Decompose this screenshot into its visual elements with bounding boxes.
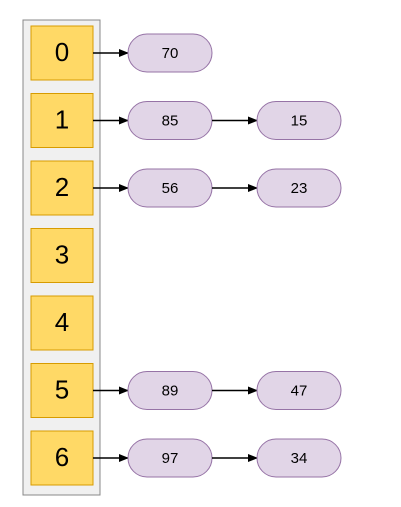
chain-node-shape — [256, 101, 342, 140]
bucket-slot-box — [30, 430, 94, 486]
bucket-index-label: 6 — [55, 442, 69, 472]
chain-node-value: 47 — [291, 382, 308, 399]
bucket-slot-6: 6 — [30, 430, 94, 486]
chain-node-shape — [256, 168, 342, 208]
bucket-index-label: 4 — [55, 307, 69, 337]
chain-node: 34 — [256, 438, 342, 478]
chain-node: 15 — [256, 101, 342, 140]
chain-node: 89 — [127, 371, 213, 410]
bucket-slot-1: 1 — [30, 93, 94, 148]
bucket-slot-box — [30, 228, 94, 283]
chain-node: 97 — [127, 438, 213, 478]
bucket-index-label: 1 — [55, 104, 69, 134]
chain-node: 70 — [127, 33, 213, 73]
chain-node-value: 85 — [162, 112, 179, 129]
bucket-index-label: 5 — [55, 374, 69, 404]
chain-node-value: 56 — [162, 180, 179, 197]
bucket-index-label: 0 — [55, 37, 69, 67]
bucket-slot-0: 0 — [30, 25, 94, 81]
chain-node-shape — [127, 33, 213, 73]
chain-node-value: 15 — [291, 112, 308, 129]
chain-node-shape — [256, 371, 342, 410]
chain-node-value: 97 — [162, 450, 179, 467]
chain-node-value: 89 — [162, 382, 179, 399]
bucket-slot-box — [30, 93, 94, 148]
chain-node-shape — [256, 438, 342, 478]
chain-node-value: 23 — [291, 180, 308, 197]
bucket-index-label: 3 — [55, 239, 69, 269]
chain-node-value: 34 — [291, 450, 308, 467]
chain-node: 23 — [256, 168, 342, 208]
bucket-slot-2: 2 — [30, 160, 94, 216]
bucket-slot-box — [30, 295, 94, 351]
chain-node: 85 — [127, 101, 213, 140]
bucket-slot-box — [30, 25, 94, 81]
bucket-slot-box — [30, 363, 94, 418]
bucket-index-label: 2 — [55, 172, 69, 202]
bucket-slot-3: 3 — [30, 228, 94, 283]
chain-node: 56 — [127, 168, 213, 208]
bucket-slot-5: 5 — [30, 363, 94, 418]
bucket-slot-4: 4 — [30, 295, 94, 351]
chain-node: 47 — [256, 371, 342, 410]
chain-node-value: 70 — [162, 45, 179, 62]
